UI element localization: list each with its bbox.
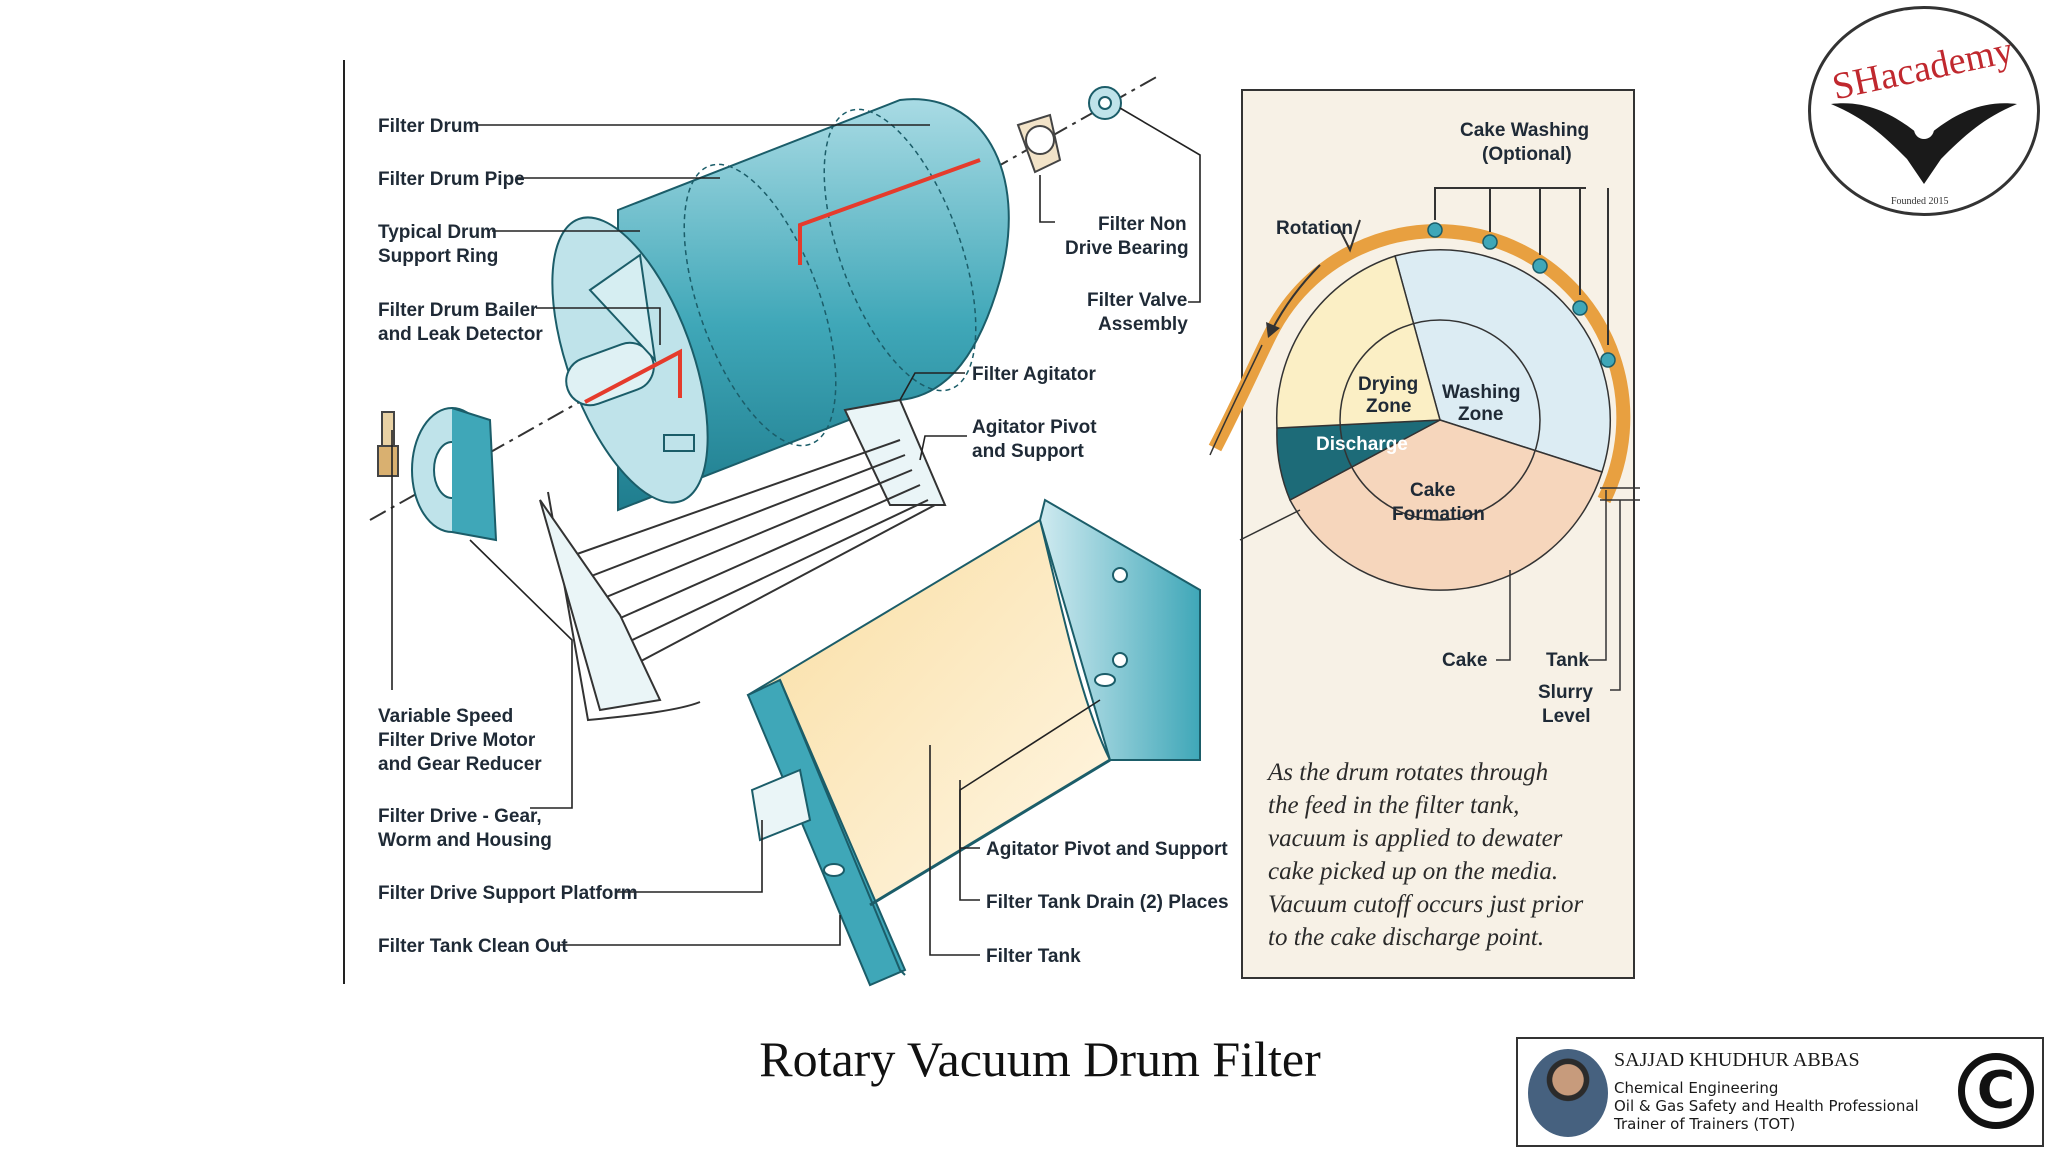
label-rotation: Rotation	[1276, 218, 1353, 239]
label-drive-gear-2: Worm and Housing	[378, 830, 552, 851]
author-avatar	[1528, 1049, 1608, 1137]
note-line-3: vacuum is applied to dewater	[1268, 825, 1563, 852]
label-valve-assembly-2: Assembly	[1098, 314, 1188, 335]
sector-cake-formation	[1288, 419, 1603, 591]
variable-speed-motor	[377, 411, 399, 477]
label-drive-motor: Variable Speed	[378, 706, 513, 727]
label-agitator-pivot: Agitator Pivot	[972, 417, 1097, 438]
label-non-drive-bearing: Filter Non	[1098, 214, 1187, 235]
filter-drive-gear	[411, 407, 498, 542]
label-tank-clean-out: Filter Tank Clean Out	[378, 936, 568, 957]
sector-drying-zone	[1275, 255, 1441, 429]
cross-section-labels: Cake Washing (Optional) Rotation Drying …	[1276, 120, 1593, 727]
label-cake-washing: Cake Washing	[1460, 120, 1589, 141]
leader-lines	[391, 107, 1201, 956]
label-cake-washing-2: (Optional)	[1482, 144, 1572, 165]
logo-founded: Founded 2015	[1891, 196, 1949, 207]
label-agitator-pivot-2: and Support	[972, 441, 1085, 462]
label-tank-drain: Filter Tank Drain (2) Places	[986, 892, 1229, 913]
author-card: SAJJAD KHUDHUR ABBAS Chemical Engineerin…	[1516, 1037, 2044, 1147]
label-drum-support-ring: Typical Drum	[378, 222, 497, 243]
label-support-platform: Filter Drive Support Platform	[378, 883, 638, 904]
author-tot: Trainer of Trainers (TOT)	[1614, 1115, 1796, 1133]
filter-drum	[551, 98, 1010, 512]
note-line-6: to the cake discharge point.	[1268, 924, 1544, 951]
note-line-1: As the drum rotates through	[1266, 759, 1548, 786]
label-drum-bailer-2: and Leak Detector	[378, 324, 543, 345]
copyright-icon: C	[1958, 1053, 2034, 1129]
label-filter-tank: Filter Tank	[986, 946, 1081, 967]
label-washing-zone: Washing	[1442, 382, 1520, 403]
process-note: As the drum rotates through the feed in …	[1266, 759, 1584, 951]
label-cake-formation: Cake	[1410, 480, 1455, 501]
label-non-drive-bearing-2: Drive Bearing	[1065, 238, 1189, 259]
rotation-arrow	[1271, 264, 1321, 331]
note-line-5: Vacuum cutoff occurs just prior	[1268, 891, 1584, 918]
label-drum-bailer: Filter Drum Bailer	[378, 300, 538, 321]
author-name: SAJJAD KHUDHUR ABBAS	[1614, 1049, 1860, 1071]
filter-agitator	[539, 398, 947, 722]
label-slurry-level-2: Level	[1542, 706, 1591, 727]
note-line-4: cake picked up on the media.	[1268, 858, 1558, 885]
label-filter-drum-pipe: Filter Drum Pipe	[378, 169, 525, 190]
drum-pipe	[584, 348, 682, 404]
label-slurry-level: Slurry	[1538, 682, 1593, 703]
label-discharge: Discharge	[1316, 434, 1408, 455]
label-drive-motor-2: Filter Drive Motor	[378, 730, 536, 751]
label-drying-zone-2: Zone	[1366, 396, 1411, 417]
label-drive-gear: Filter Drive - Gear,	[378, 806, 542, 827]
label-washing-zone-2: Zone	[1458, 404, 1503, 425]
label-agitator-pivot-bottom: Agitator Pivot and Support	[986, 839, 1228, 860]
label-filter-agitator: Filter Agitator	[972, 364, 1096, 385]
logo-name: SHacademy	[1829, 29, 2017, 108]
diagram-caption: Rotary Vacuum Drum Filter	[759, 1031, 1321, 1087]
label-valve-assembly: Filter Valve	[1087, 290, 1187, 311]
label-drum-support-ring-2: Support Ring	[378, 246, 498, 267]
exploded-view: Filter Drum Filter Drum Pipe Typical Dru…	[369, 74, 1229, 987]
eagle-emblem-icon: SHacademy Founded 2015	[1829, 29, 2017, 207]
label-drive-motor-3: and Gear Reducer	[378, 754, 542, 775]
cross-section-panel: Cake Washing (Optional) Rotation Drying …	[1208, 89, 1640, 979]
sector-washing-zone	[1394, 249, 1611, 473]
mechanical-labels: Filter Drum Filter Drum Pipe Typical Dru…	[378, 116, 1229, 967]
cake-band	[1208, 224, 1631, 504]
author-role: Chemical Engineering	[1614, 1079, 1779, 1097]
shacademy-logo: SHacademy Founded 2015	[1808, 6, 2040, 216]
label-filter-drum: Filter Drum	[378, 116, 479, 137]
label-cake-formation-2: Formation	[1392, 504, 1485, 525]
filter-valve-assembly	[1088, 86, 1122, 120]
wash-nozzles	[1434, 187, 1609, 345]
label-drying-zone: Drying	[1358, 374, 1418, 395]
label-tank: Tank	[1546, 650, 1589, 671]
note-line-2: the feed in the filter tank,	[1268, 792, 1519, 819]
label-cake: Cake	[1442, 650, 1487, 671]
filter-tank	[746, 498, 1201, 987]
non-drive-bearing	[1016, 113, 1062, 174]
author-hse: Oil & Gas Safety and Health Professional	[1614, 1097, 1919, 1115]
